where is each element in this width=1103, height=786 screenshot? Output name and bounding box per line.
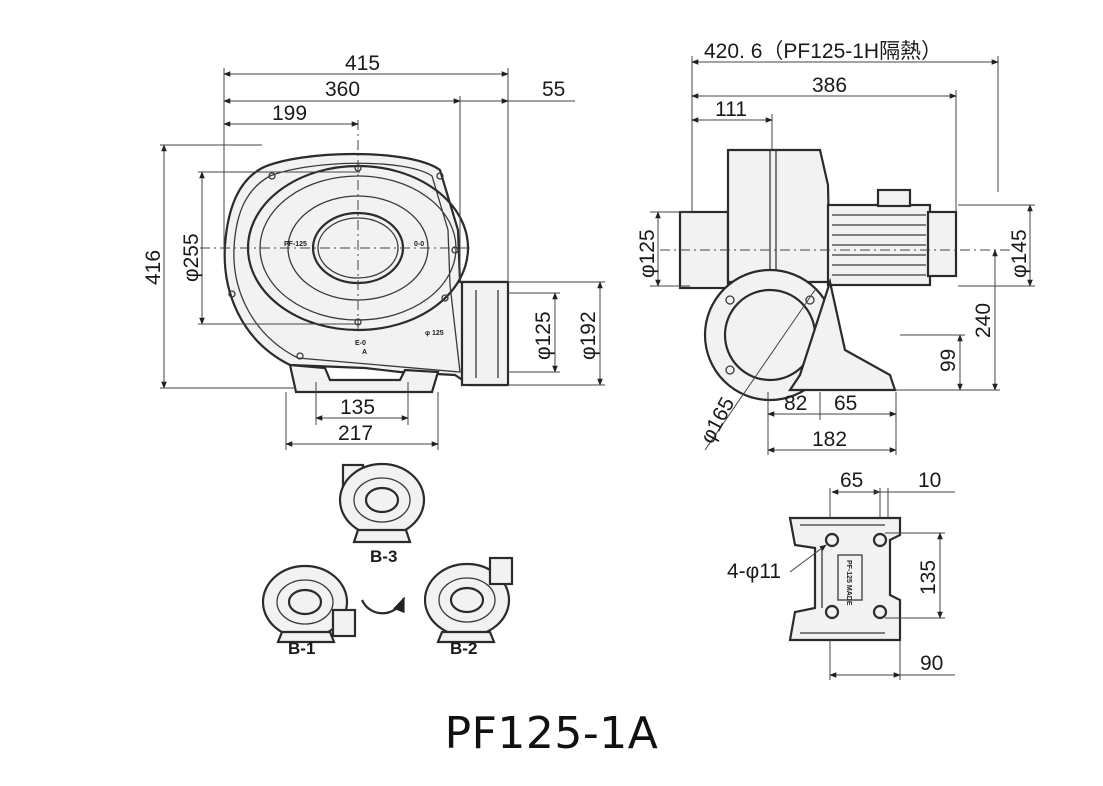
base-view: PF-125 MADE 65 10 4-φ11 135 90 [727, 469, 955, 680]
dim-base-depth: 90 [920, 652, 943, 675]
dim-side-height: 240 [972, 303, 995, 338]
plate-right-label: 0-0 [414, 241, 424, 248]
orientation-b3-label: B-3 [370, 547, 397, 566]
dim-side-motor-diameter: φ145 [1008, 229, 1031, 278]
front-outlet-flange [460, 280, 510, 387]
rotation-arrow-icon [360, 596, 406, 615]
base-hole-3 [824, 604, 840, 620]
dim-base-width-a: 65 [840, 469, 863, 492]
plate-left-label: PF-125 [284, 241, 307, 248]
dim-side-base-a: 82 [784, 392, 807, 415]
front-base [288, 363, 440, 394]
dim-front-outlet-offset: 55 [542, 78, 565, 101]
front-view: PF-125 0-0 φ 125 E-0 A [142, 52, 605, 450]
orientation-b1-label: B-1 [288, 639, 315, 658]
dim-side-inlet-diameter: φ125 [636, 229, 659, 278]
side-stand [787, 277, 897, 392]
dim-side-inlet-offset: 111 [715, 98, 747, 121]
base-hole-1 [824, 532, 840, 548]
base-hole-2 [872, 532, 888, 548]
orientation-b3: B-3 [338, 462, 426, 566]
side-view: 420. 6（PF125-1H隔熱） 386 111 φ125 φ145 240… [636, 40, 1035, 455]
dim-front-base-inner: 135 [340, 396, 375, 419]
dim-side-length: 386 [812, 74, 847, 97]
dim-side-axis-height: 99 [937, 349, 960, 372]
dim-base-hole-pitch: 135 [917, 560, 940, 595]
dim-front-overall-width: 415 [345, 52, 380, 75]
orientation-sub-label: A [362, 349, 367, 356]
dim-front-width: 360 [325, 78, 360, 101]
orientation-b2-label: B-2 [450, 639, 477, 658]
base-hole-4 [872, 604, 888, 620]
model-title: PF125-1A [444, 708, 659, 759]
dim-front-outlet-inner: φ125 [532, 311, 555, 360]
dim-side-overall-length: 420. 6（PF125-1H隔熱） [704, 40, 942, 63]
dim-side-base-length: 182 [812, 428, 847, 451]
orientation-b2: B-2 [423, 556, 514, 658]
orientation-label: E-0 [355, 340, 366, 347]
base-plate-label: PF-125 MADE [845, 560, 852, 606]
dim-front-base-outer: 217 [338, 422, 373, 445]
dim-base-width-b: 10 [918, 469, 941, 492]
orientation-b1: B-1 [261, 564, 357, 658]
dim-front-inlet-diameter: φ255 [180, 233, 203, 282]
plate-bottom-label: φ 125 [425, 330, 444, 337]
dim-base-holes: 4-φ11 [727, 560, 781, 583]
dim-front-outlet-flange: φ192 [577, 311, 600, 360]
dim-side-outlet-pcd: φ165 [696, 394, 739, 448]
dim-front-height: 416 [142, 250, 165, 285]
dim-front-center-offset: 199 [272, 102, 307, 125]
side-housing [726, 148, 832, 284]
dim-side-base-b: 65 [834, 392, 857, 415]
